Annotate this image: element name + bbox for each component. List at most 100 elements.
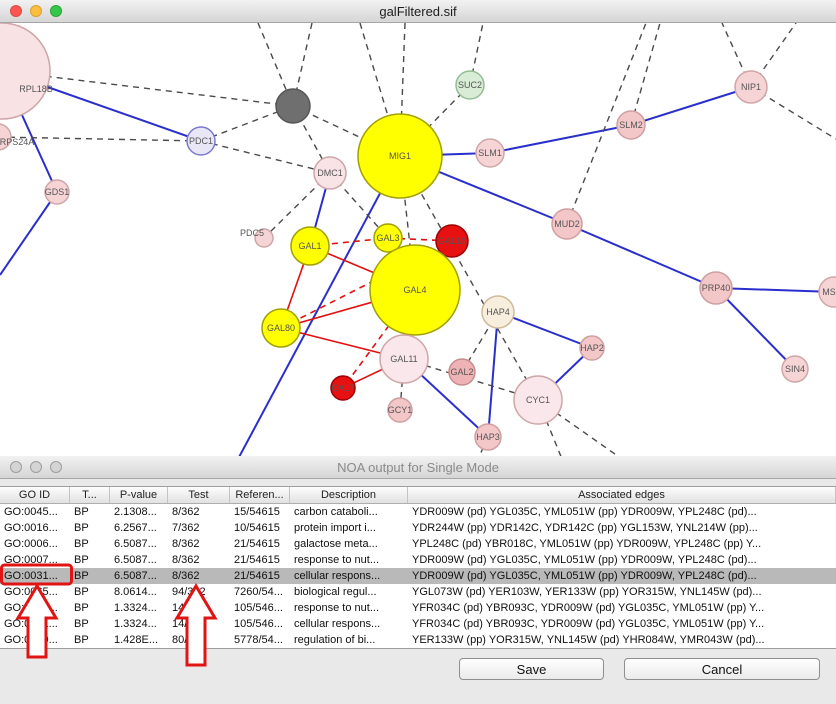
node-hap2[interactable] — [579, 335, 605, 361]
graph-edge[interactable] — [715, 287, 835, 293]
noa-window-titlebar[interactable]: NOA output for Single Mode — [0, 456, 836, 479]
graph-edge[interactable] — [399, 155, 539, 401]
graph-edge[interactable] — [237, 155, 401, 460]
graph-window-titlebar[interactable]: galFiltered.sif — [0, 0, 836, 23]
column-header[interactable]: P-value — [110, 487, 168, 503]
cancel-button[interactable]: Cancel — [624, 658, 820, 680]
node-label: PDC5 — [240, 228, 264, 238]
node-prp40[interactable] — [699, 271, 733, 305]
node-cyc1[interactable] — [513, 375, 563, 425]
node-gal7[interactable] — [330, 375, 356, 401]
column-header[interactable]: Referen... — [230, 487, 290, 503]
node-gcy1[interactable] — [387, 397, 413, 423]
graph-edge[interactable] — [399, 84, 471, 157]
node-gds1[interactable] — [44, 179, 70, 205]
minimize-button[interactable] — [30, 5, 42, 17]
table-cell: BP — [74, 538, 89, 550]
node-dmc1[interactable] — [313, 156, 347, 190]
save-button[interactable]: Save — [459, 658, 604, 680]
column-header[interactable]: Description — [290, 487, 408, 503]
table-cell: response to nut... — [294, 554, 379, 566]
node-msl1[interactable] — [818, 276, 836, 308]
node-gal10[interactable] — [435, 224, 469, 258]
graph-edge[interactable] — [497, 311, 593, 349]
graph-edge[interactable] — [489, 124, 632, 154]
minimize-button[interactable] — [30, 461, 42, 473]
node-label: GCY1 — [388, 405, 413, 415]
graph-edge[interactable] — [342, 289, 416, 389]
graph-edge[interactable] — [487, 311, 499, 438]
graph-edge[interactable] — [630, 22, 661, 126]
node-gal1[interactable] — [290, 226, 330, 266]
table-cell: BP — [74, 570, 89, 582]
node-label: GAL2 — [450, 367, 473, 377]
graph-edge[interactable] — [715, 287, 796, 370]
column-header[interactable]: T... — [70, 487, 110, 503]
node-slm1[interactable] — [475, 138, 505, 168]
graph-edge[interactable] — [0, 136, 202, 142]
node-graynode[interactable] — [275, 88, 311, 124]
node-mud2[interactable] — [551, 208, 583, 240]
window-controls — [10, 456, 62, 478]
graph-edge[interactable] — [292, 105, 401, 157]
node-hap4[interactable] — [481, 295, 515, 329]
node-rps24a[interactable] — [0, 123, 12, 151]
close-button[interactable] — [10, 5, 22, 17]
noa-window-title: NOA output for Single Mode — [337, 459, 499, 475]
network-svg[interactable]: RPL18BRPS24AGDS1PDC1MIG1SUC2SLM1SLM2NIP1… — [0, 22, 836, 460]
node-gal3[interactable] — [373, 223, 403, 253]
table-cell: 1.428E... — [114, 634, 159, 646]
node-slm2[interactable] — [616, 110, 646, 140]
zoom-button[interactable] — [50, 461, 62, 473]
node-label: SLM1 — [478, 148, 502, 158]
node-sin4[interactable] — [781, 355, 809, 383]
table-cell: YDR244W (pp) YDR142C, YDR142C (pp) YGL15… — [412, 522, 758, 534]
table-cell: 1.3324... — [114, 602, 157, 614]
node-gal80[interactable] — [261, 308, 301, 348]
graph-edge[interactable] — [566, 22, 647, 225]
node-pdc5[interactable] — [254, 228, 274, 248]
node-nip1[interactable] — [734, 70, 768, 104]
graph-edge[interactable] — [399, 358, 405, 411]
graph-edge[interactable] — [0, 191, 58, 276]
column-header[interactable]: GO ID — [0, 487, 70, 503]
node-gal4[interactable] — [369, 244, 461, 336]
graph-edge[interactable] — [257, 22, 294, 107]
graph-edge[interactable] — [200, 140, 331, 174]
node-gal2[interactable] — [448, 358, 476, 386]
node-pdc1[interactable] — [186, 126, 216, 156]
node-rpl18b[interactable] — [0, 22, 51, 120]
table-cell: BP — [74, 506, 89, 518]
table-cell: 8.0614... — [114, 586, 157, 598]
table-cell: 5778/54... — [234, 634, 283, 646]
table-cell: BP — [74, 618, 89, 630]
node-gal11[interactable] — [379, 334, 429, 384]
graph-edge[interactable] — [630, 86, 752, 126]
table-cell: 15/54615 — [234, 506, 280, 518]
graph-edge[interactable] — [1, 70, 294, 107]
column-header[interactable]: Associated edges — [408, 487, 836, 503]
node-hap3[interactable] — [474, 423, 502, 451]
node-mig1[interactable] — [357, 113, 443, 199]
table-cell: GO:0031... — [4, 570, 58, 582]
close-button[interactable] — [10, 461, 22, 473]
node-suc2[interactable] — [455, 70, 485, 100]
table-cell: 8/362 — [172, 554, 200, 566]
graph-edge[interactable] — [566, 223, 717, 289]
table-cell: response to nut... — [294, 602, 379, 614]
column-header[interactable]: Test — [168, 487, 230, 503]
table-cell: 14/362 — [172, 618, 206, 630]
zoom-button[interactable] — [50, 5, 62, 17]
